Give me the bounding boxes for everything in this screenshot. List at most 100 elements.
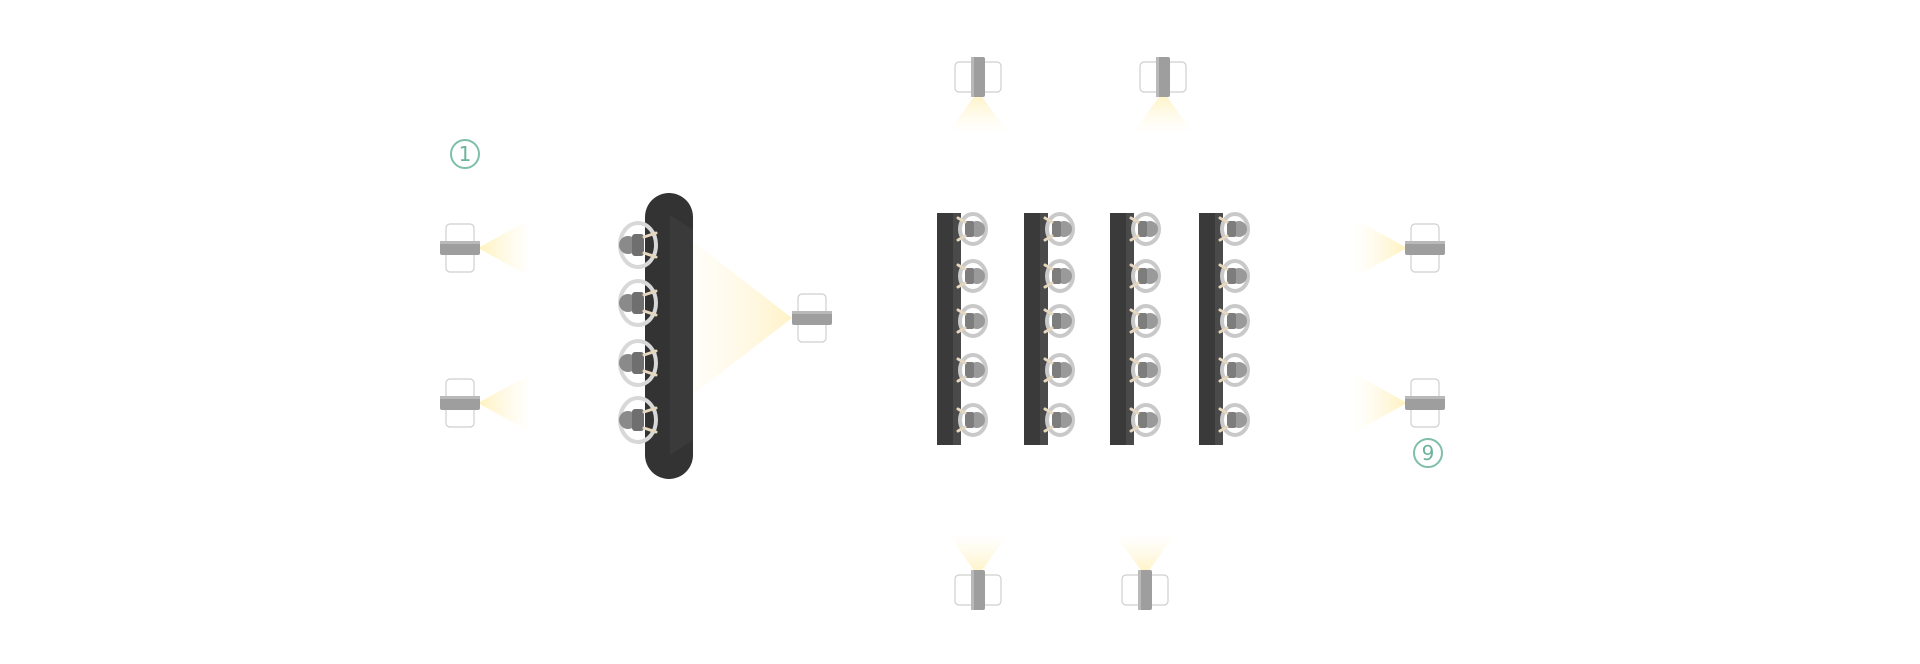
student-seat — [1043, 353, 1075, 387]
student-body — [1227, 221, 1236, 237]
student-arm — [956, 357, 967, 365]
student-body — [965, 221, 974, 237]
student-seat — [1129, 212, 1161, 246]
student-seat — [1043, 259, 1075, 293]
student-arm — [1218, 216, 1229, 224]
front-desk-seat — [618, 279, 658, 327]
student-seat — [956, 403, 988, 437]
front-desk-seat — [618, 396, 658, 444]
camera-body-highlight — [1405, 241, 1445, 244]
student-arm — [1129, 216, 1140, 224]
student-arm — [1129, 308, 1140, 316]
camera-body-highlight — [792, 311, 832, 314]
student-arm — [1043, 216, 1054, 224]
student-seat — [1218, 259, 1250, 293]
camera-light-cone — [478, 218, 532, 278]
chair — [1045, 212, 1075, 246]
person-arm — [642, 406, 658, 414]
student-arm — [1129, 407, 1140, 415]
student-arm — [1043, 407, 1054, 415]
chair — [1220, 353, 1250, 387]
student-seat — [1218, 304, 1250, 338]
person-body — [632, 292, 644, 314]
chair — [958, 304, 988, 338]
student-arm — [1043, 357, 1054, 365]
row-desk-edge — [953, 213, 961, 445]
student-body — [1052, 221, 1061, 237]
chair — [1220, 212, 1250, 246]
camera-body-highlight — [440, 241, 480, 244]
camera-cam-bottom-1 — [954, 570, 1002, 610]
student-arm — [1218, 281, 1229, 289]
student-arm — [1218, 326, 1229, 334]
student-seat — [1129, 259, 1161, 293]
student-arm — [956, 407, 967, 415]
chair — [1220, 403, 1250, 437]
student-seat — [956, 353, 988, 387]
student-arm — [1043, 234, 1054, 242]
student-seat — [1218, 403, 1250, 437]
student-arm — [1043, 375, 1054, 383]
student-body — [1052, 268, 1061, 284]
camera-light-cone — [1115, 534, 1175, 576]
student-seat — [956, 212, 988, 246]
camera-body-highlight — [971, 570, 974, 610]
front-desk-seat — [618, 221, 658, 269]
camera-body — [1156, 57, 1170, 97]
chair — [1220, 259, 1250, 293]
chair — [958, 259, 988, 293]
student-arm — [1043, 281, 1054, 289]
person-arm — [642, 309, 658, 317]
chair — [1131, 259, 1161, 293]
camera-body — [792, 311, 832, 325]
person-arm — [642, 251, 658, 259]
student-arm — [1129, 375, 1140, 383]
camera-cam-top-2 — [1139, 57, 1187, 97]
student-seat — [956, 259, 988, 293]
camera-cam-stage — [792, 293, 832, 343]
student-body — [1138, 412, 1147, 428]
student-body — [965, 362, 974, 378]
student-seat — [1043, 212, 1075, 246]
student-arm — [1129, 357, 1140, 365]
student-body — [965, 313, 974, 329]
camera-cam-top-1 — [954, 57, 1002, 97]
person-body — [632, 352, 644, 374]
chair — [1131, 304, 1161, 338]
camera-light-cone — [948, 91, 1008, 133]
student-body — [1052, 362, 1061, 378]
student-seat — [1218, 212, 1250, 246]
camera-number-label-1: 1 — [450, 139, 480, 169]
chair — [1045, 353, 1075, 387]
camera-body-highlight — [1138, 570, 1141, 610]
student-body — [1138, 221, 1147, 237]
student-arm — [1218, 234, 1229, 242]
person-arm — [642, 349, 658, 357]
student-seat — [1043, 304, 1075, 338]
student-arm — [1129, 281, 1140, 289]
student-body — [1227, 313, 1236, 329]
camera-cam-right-bottom — [1405, 378, 1445, 428]
camera-body-highlight — [1156, 57, 1159, 97]
camera-light-cone — [682, 233, 792, 403]
student-body — [965, 412, 974, 428]
chair — [958, 403, 988, 437]
person-arm — [642, 426, 658, 434]
person-body — [632, 234, 644, 256]
camera-light-cone — [478, 373, 532, 433]
student-arm — [1218, 357, 1229, 365]
student-body — [1138, 362, 1147, 378]
camera-cam-left-bottom — [440, 378, 480, 428]
camera-cam-bottom-2 — [1121, 570, 1169, 610]
student-body — [1138, 313, 1147, 329]
student-seat — [1129, 403, 1161, 437]
camera-body — [1405, 396, 1445, 410]
camera-light-cone — [1353, 373, 1407, 433]
student-body — [1138, 268, 1147, 284]
student-arm — [1218, 407, 1229, 415]
person-arm — [642, 231, 658, 239]
camera-body — [440, 241, 480, 255]
camera-body — [1138, 570, 1152, 610]
